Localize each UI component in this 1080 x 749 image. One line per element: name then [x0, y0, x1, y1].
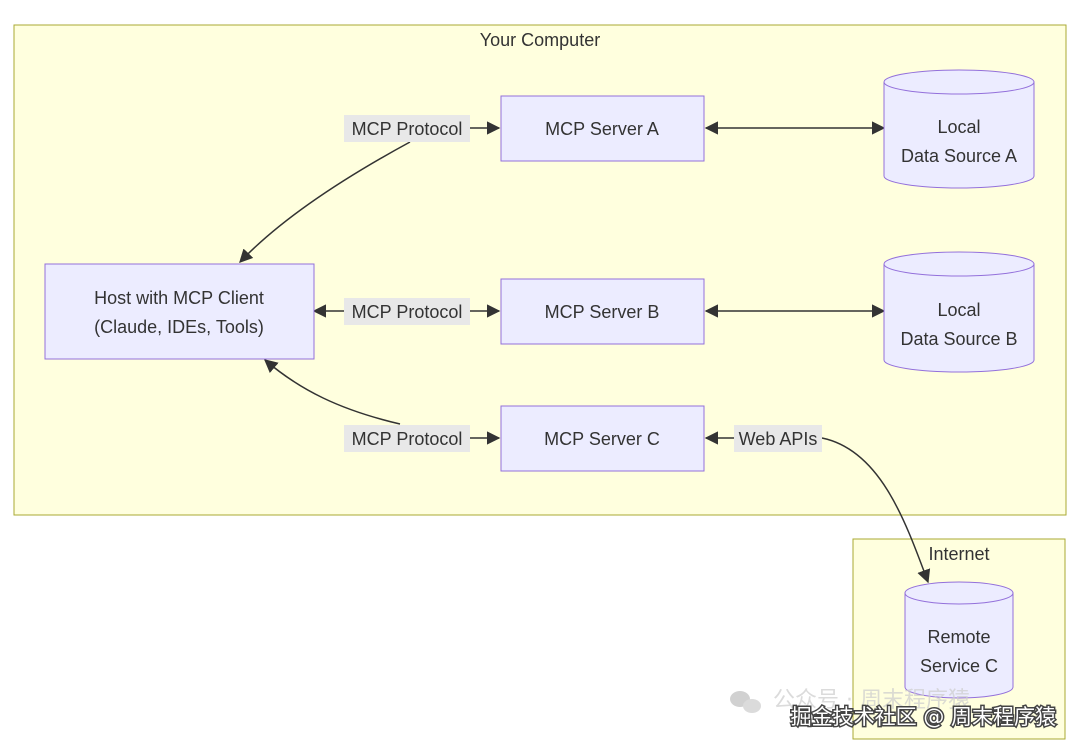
edge-label-protocol-a: MCP Protocol	[344, 115, 470, 142]
svg-text:MCP Protocol: MCP Protocol	[352, 119, 463, 139]
node-remote-service-c-label-line-2: Service C	[920, 656, 998, 676]
node-data-source-a[interactable]: Local Data Source A	[883, 69, 1035, 189]
wechat-icon	[730, 691, 761, 713]
cluster-internet: Internet	[852, 538, 1066, 740]
node-data-source-b-label-line-1: Local	[937, 300, 980, 320]
node-host-label-line-1: Host with MCP Client	[94, 288, 264, 308]
svg-text:Web APIs: Web APIs	[739, 429, 818, 449]
edge-label-web-apis: Web APIs	[734, 425, 822, 452]
svg-text:MCP Protocol: MCP Protocol	[352, 302, 463, 322]
node-server-a-label: MCP Server A	[545, 119, 659, 139]
watermark-main-text: 掘金技术社区 @ 周末程序猿	[791, 705, 1056, 729]
watermark: 公众号 · 周末程序猿 掘金技术社区 @ 周末程序猿	[730, 688, 1058, 731]
node-data-source-b[interactable]: Local Data Source B	[883, 251, 1035, 373]
node-data-source-a-label-line-1: Local	[937, 117, 980, 137]
cluster-internet-label: Internet	[928, 544, 989, 564]
edge-host-to-server-c	[263, 359, 401, 425]
node-server-c[interactable]: MCP Server C	[500, 405, 705, 472]
node-host-label-line-2: (Claude, IDEs, Tools)	[94, 317, 264, 337]
svg-text:MCP Protocol: MCP Protocol	[352, 429, 463, 449]
node-server-b-label: MCP Server B	[545, 302, 660, 322]
edge-label-protocol-c: MCP Protocol	[344, 425, 470, 452]
node-host[interactable]: Host with MCP Client (Claude, IDEs, Tool…	[44, 263, 315, 360]
node-remote-service-c-label-line-1: Remote	[927, 627, 990, 647]
cluster-your-computer-label: Your Computer	[480, 30, 600, 50]
node-server-c-label: MCP Server C	[544, 429, 660, 449]
node-server-b[interactable]: MCP Server B	[500, 278, 705, 345]
edge-web-apis-to-remote-c	[821, 437, 931, 584]
node-server-a[interactable]: MCP Server A	[500, 95, 705, 162]
edge-host-to-server-a	[239, 141, 411, 263]
node-remote-service-c[interactable]: Remote Service C	[904, 581, 1014, 699]
node-data-source-b-label-line-2: Data Source B	[900, 329, 1017, 349]
node-data-source-a-label-line-2: Data Source A	[901, 146, 1017, 166]
watermark-faded-text: 公众号 · 周末程序猿	[773, 688, 970, 713]
edge-label-protocol-b: MCP Protocol	[344, 298, 470, 325]
